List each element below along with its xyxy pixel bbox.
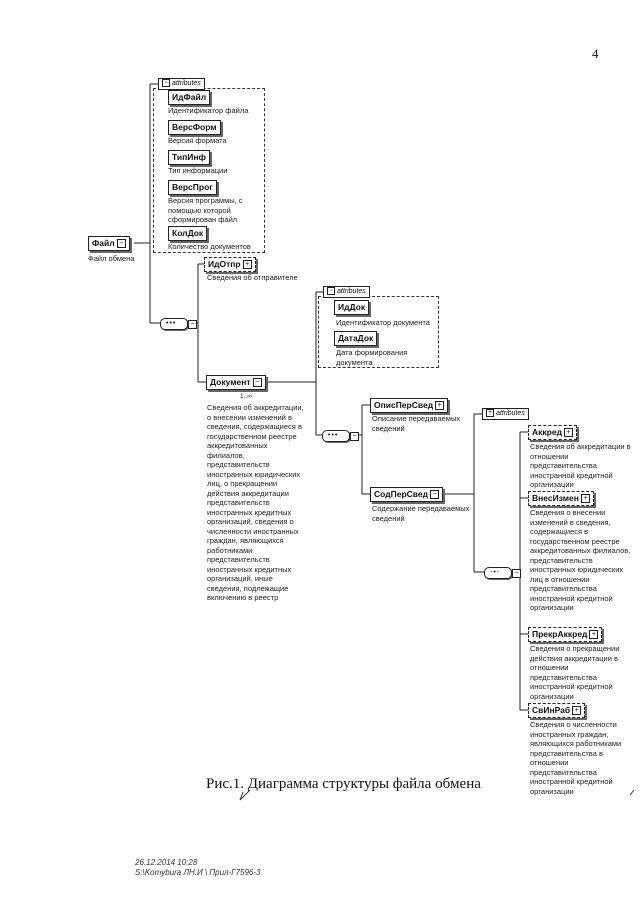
page-number: 4 [592, 46, 599, 61]
element-OpisPerSved[interactable]: ОписПерСвед+ [370, 398, 449, 413]
attr-TipInf[interactable]: ТипИнф [168, 150, 210, 165]
element-Akkred[interactable]: Аккред+ [528, 425, 577, 440]
element-VnesIzmen[interactable]: ВнесИзмен+ [528, 491, 594, 506]
expand-icon: + [435, 401, 445, 411]
expand-icon: + [563, 428, 573, 438]
expand-icon: − [430, 490, 440, 500]
element-PrekrAkkred-desc: Сведения о прекращении действия аккредит… [530, 644, 620, 701]
expand-icon: + [580, 494, 590, 504]
root-attributes-group [153, 88, 265, 253]
root-element-desc: Файл обмена [88, 254, 135, 263]
attr-IdDok-desc: Идентификатор документа [336, 318, 430, 327]
expand-icon: − [252, 378, 262, 388]
attr-IdFajl[interactable]: ИдФайл [168, 90, 211, 105]
choice-compositor[interactable]: -•-− [484, 567, 521, 579]
element-PrekrAkkred[interactable]: ПрекрАккред+ [528, 627, 603, 642]
sod-attributes-header[interactable]: +attributes [482, 408, 529, 420]
footer-path: S:\Komybura ЛН.И \ Прил-Г7596-3 [135, 868, 261, 877]
root-element[interactable]: Файл− [88, 236, 130, 251]
element-SodPerSved-desc: Содержание передаваемых сведений [372, 504, 470, 523]
expand-icon: + [572, 706, 582, 716]
attr-IdFajl-desc: Идентификатор файла [168, 106, 249, 115]
attr-VersProg-desc: Версия программы, с помощью которой сфор… [168, 196, 243, 224]
footer-timestamp: 26.12.2014 10:28 [135, 858, 198, 867]
element-Dokument-desc: Сведения об аккредитации, о внесении изм… [207, 403, 304, 602]
element-SodPerSved[interactable]: СодПерСвед− [370, 487, 444, 502]
element-Dokument[interactable]: Документ− [206, 375, 266, 390]
sequence-compositor-document[interactable]: •••− [322, 430, 359, 442]
sequence-compositor[interactable]: •••− [160, 318, 197, 330]
collapse-icon: − [162, 79, 170, 88]
expand-icon: + [589, 630, 599, 640]
root-attributes-header[interactable]: −attributes [158, 78, 205, 90]
attr-KolDok[interactable]: КолДок [168, 226, 208, 241]
element-Akkred-desc: Сведения об аккредитации в отношении пре… [530, 442, 631, 489]
collapse-icon: − [327, 287, 335, 296]
attr-VersForm[interactable]: ВерсФорм [168, 120, 221, 135]
attr-IdDok[interactable]: ИдДок [334, 300, 370, 315]
element-IdOtpr[interactable]: ИдОтпр+ [204, 257, 256, 272]
attr-VersProg[interactable]: ВерсПрог [168, 180, 217, 195]
element-VnesIzmen-desc: Сведения о внесении изменений в сведения… [530, 508, 631, 612]
document-attributes-header[interactable]: −attributes [323, 286, 370, 298]
expand-icon: + [486, 409, 494, 418]
attr-DataDok-desc: Дата формирования документа [336, 348, 408, 367]
collapse-icon: − [188, 320, 197, 329]
expand-icon: − [116, 239, 126, 249]
document-attributes-group [318, 296, 439, 368]
document-cardinality: 1..∞ [240, 393, 252, 400]
attr-TipInf-desc: Тип информации [168, 166, 228, 175]
expand-icon: + [242, 260, 252, 270]
attr-KolDok-desc: Количество документов [168, 242, 251, 251]
attr-DataDok[interactable]: ДатаДок [334, 331, 378, 346]
attr-VersForm-desc: Версия формата [168, 136, 227, 145]
element-IdOtpr-desc: Сведения об отправителе [207, 273, 298, 282]
collapse-icon: − [350, 432, 359, 441]
collapse-icon: − [512, 569, 521, 578]
element-SvInRab[interactable]: СвИнРаб+ [528, 703, 586, 718]
element-SvInRab-desc: Сведения о численности иностранных гражд… [530, 720, 622, 796]
figure-caption: Рис.1. Диаграмма структуры файла обмена [206, 776, 481, 792]
element-OpisPerSved-desc: Описание передаваемых сведений [372, 414, 461, 433]
